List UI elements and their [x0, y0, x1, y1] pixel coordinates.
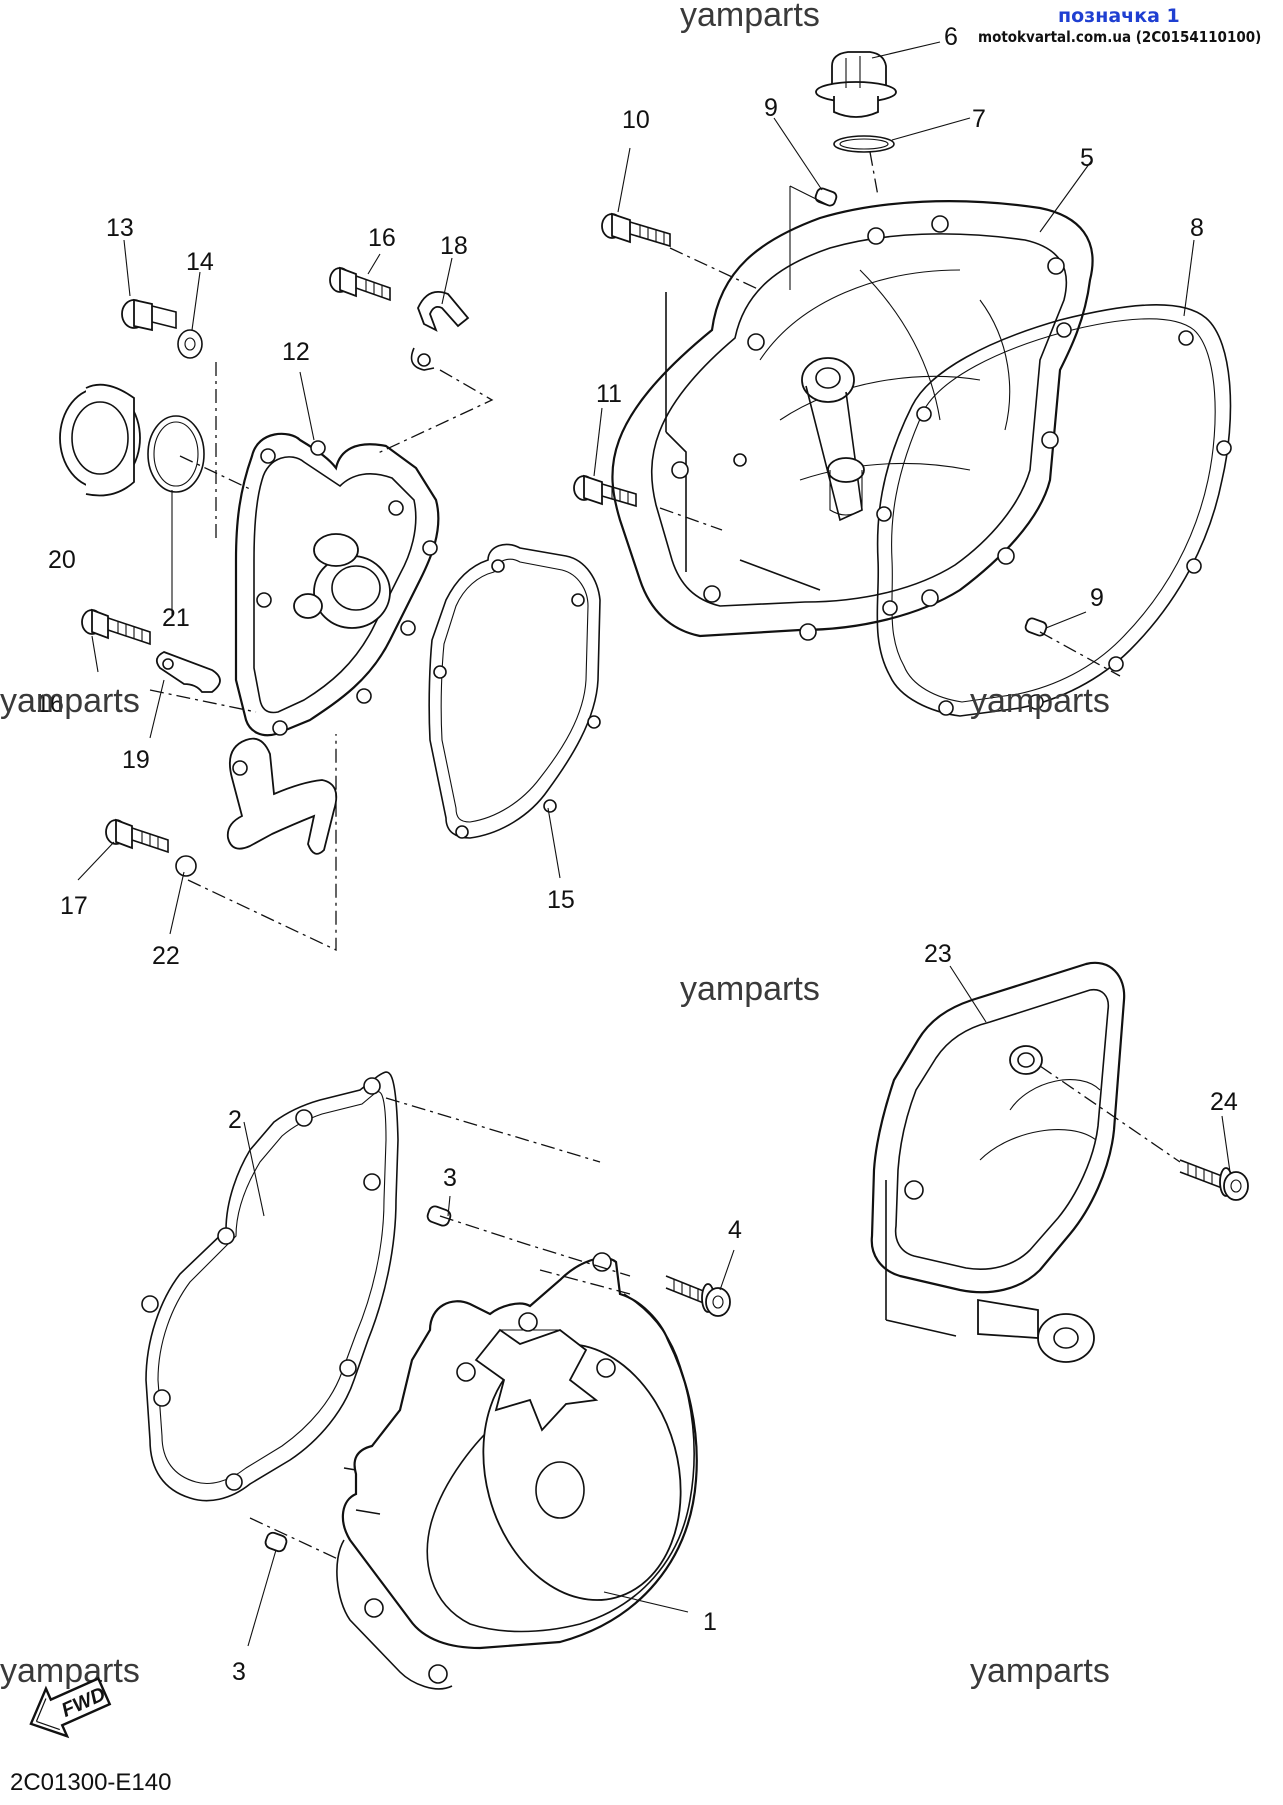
header-site: motokvartal.com.ua (2C0154110100) [978, 28, 1261, 46]
clutch-cover-group [573, 51, 1232, 717]
part-label: 19 [122, 746, 150, 774]
bolt [329, 266, 391, 302]
fwd-arrow-icon: FWD [29, 1676, 112, 1739]
diagram-code: 2C01300-E140 [10, 1769, 171, 1796]
part-label: 17 [60, 892, 88, 920]
bolt [573, 474, 637, 508]
bracket [226, 737, 338, 855]
o-ring [147, 415, 205, 493]
watermark: yamparts [0, 682, 140, 720]
part-label: 14 [186, 248, 214, 276]
oil-filler-cap [815, 51, 897, 118]
part-label: 16 [36, 690, 64, 718]
sprocket-cover [870, 961, 1126, 1294]
part-label: 10 [622, 106, 650, 134]
header-label: позначка 1 [1058, 5, 1180, 27]
part-label: 9 [764, 94, 778, 122]
watermark: yamparts [680, 970, 820, 1008]
bolt [121, 298, 177, 332]
dowel-pin [426, 1205, 452, 1227]
part-label: 11 [596, 380, 622, 408]
clutch-cover [611, 200, 1094, 638]
part-label: 12 [282, 338, 310, 366]
clutch-cover-gasket [876, 304, 1232, 717]
part-label: 15 [547, 886, 575, 914]
bolt [1179, 1159, 1249, 1201]
part-label: 1 [703, 1608, 717, 1636]
part-label: 7 [972, 105, 986, 133]
bolt [601, 212, 671, 248]
part-label: 3 [443, 1164, 457, 1192]
sprocket-cover-group [870, 961, 1249, 1363]
bolt [81, 608, 151, 646]
part-label: 16 [368, 224, 396, 252]
part-label: 23 [924, 940, 952, 968]
part-label: 5 [1080, 144, 1094, 172]
o-ring [833, 135, 895, 153]
watermark: yamparts [0, 1652, 140, 1690]
plug [59, 383, 141, 497]
watermark: yamparts [970, 682, 1110, 720]
pulser-cover-gasket [428, 543, 601, 839]
pulser-cover-group [59, 266, 601, 952]
part-label: 18 [440, 232, 468, 260]
part-label: 20 [48, 546, 76, 574]
part-label: 8 [1190, 214, 1204, 242]
washer [177, 329, 203, 359]
part-label: 21 [162, 604, 190, 632]
bolt [105, 818, 169, 854]
watermark: yamparts [680, 0, 820, 34]
part-label: 6 [944, 23, 958, 51]
part-label: 4 [728, 1216, 742, 1244]
dowel-pin [264, 1531, 288, 1553]
crankcase-gasket [145, 1071, 399, 1502]
part-label: 2 [228, 1106, 242, 1134]
part-label: 24 [1210, 1088, 1238, 1116]
watermark: yamparts [970, 1652, 1110, 1690]
part-label: 13 [106, 214, 134, 242]
part-label: 22 [152, 942, 180, 970]
part-label: 9 [1090, 584, 1104, 612]
leader-lines [77, 41, 1231, 1647]
dowel-pin [1024, 617, 1048, 637]
part-label: 3 [232, 1658, 246, 1686]
crankcase-cover [341, 1257, 698, 1650]
bolt [665, 1275, 731, 1317]
clamp [417, 290, 470, 332]
clamp [155, 651, 221, 693]
part-labels: 1 2 3 3 4 5 6 7 8 9 9 10 11 12 13 14 15 … [36, 23, 1238, 1686]
crankcase-cover-group [141, 1071, 731, 1690]
